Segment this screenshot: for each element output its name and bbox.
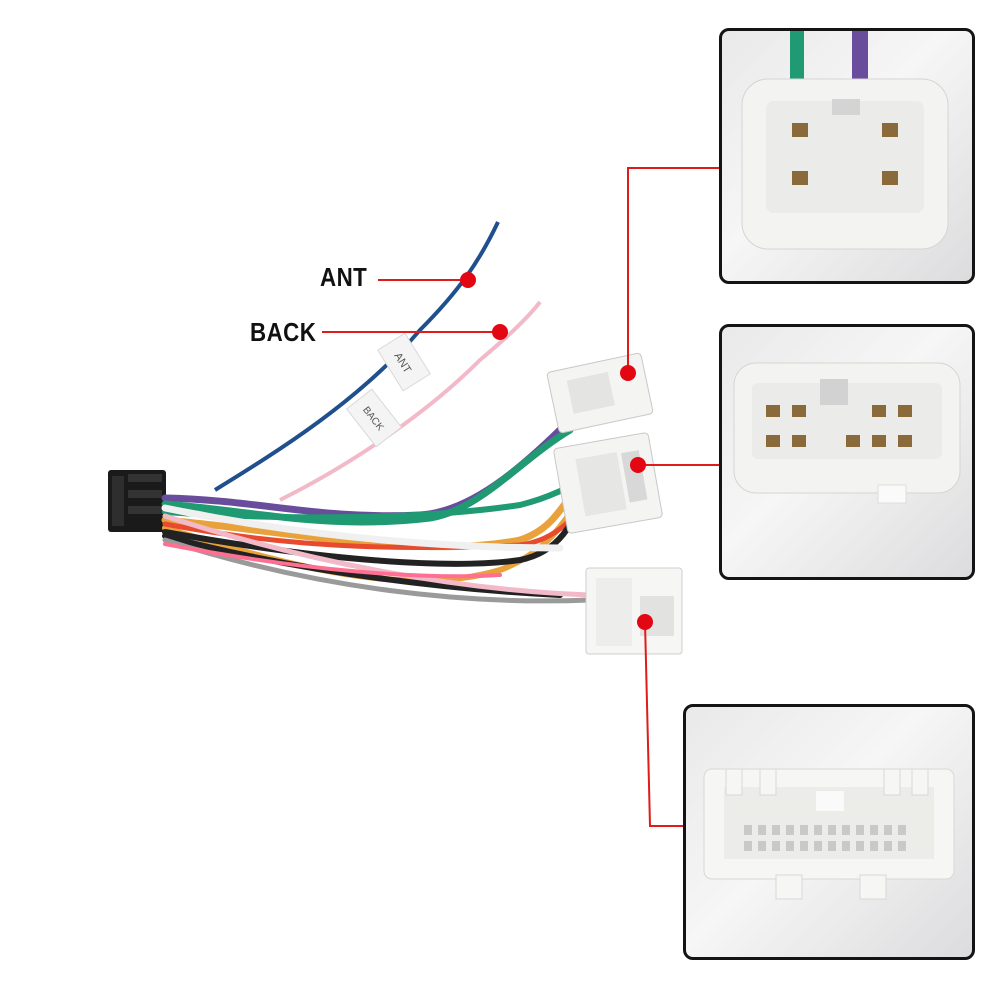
iso-plug bbox=[108, 470, 166, 532]
connector-small-closeup bbox=[719, 28, 975, 284]
connector-large-closeup bbox=[683, 704, 975, 960]
connector-medium-closeup bbox=[719, 324, 975, 580]
ant-tag: ANT bbox=[377, 332, 431, 392]
connector-small-face bbox=[741, 31, 949, 250]
ant-dot bbox=[460, 272, 476, 288]
connector-small bbox=[546, 352, 654, 434]
connector-small-dot bbox=[620, 365, 636, 381]
connector-large-face bbox=[703, 768, 955, 900]
back-label: BACK bbox=[250, 317, 317, 347]
connector-medium-dot bbox=[630, 457, 646, 473]
ant-label: ANT bbox=[320, 262, 368, 292]
back-dot bbox=[492, 324, 508, 340]
back-wire bbox=[279, 300, 542, 502]
back-tag: BACK bbox=[345, 388, 403, 448]
connector-large bbox=[585, 567, 683, 655]
connector-medium-face bbox=[733, 362, 961, 504]
connector-large-dot bbox=[637, 614, 653, 630]
wire-bundle bbox=[161, 416, 603, 604]
callout-dots bbox=[460, 272, 653, 630]
callout-lines bbox=[322, 167, 720, 827]
connector-medium bbox=[553, 432, 663, 534]
